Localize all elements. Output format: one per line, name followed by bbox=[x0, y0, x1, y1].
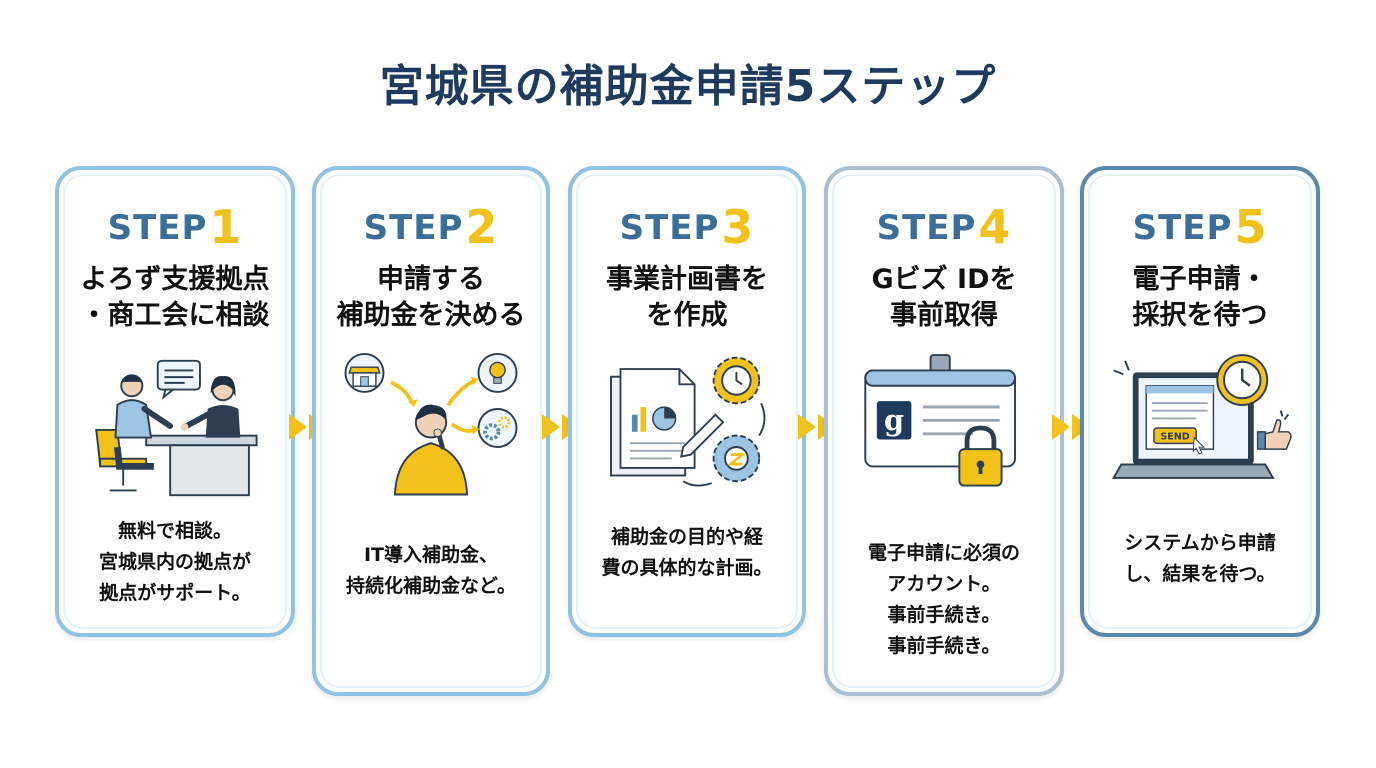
step-word: STEP bbox=[1132, 208, 1233, 248]
business-plan-illustration bbox=[592, 348, 782, 508]
step-card-1: STEP1 よろず支援拠点 ・商工会に相談 bbox=[55, 166, 295, 637]
step-card-3: STEP3 事業計画書を を作成 bbox=[568, 166, 806, 637]
step-heading: よろず支援拠点 ・商工会に相談 bbox=[80, 264, 270, 331]
step-number: 4 bbox=[978, 200, 1012, 254]
step-heading: Gビズ IDを 事前取得 bbox=[871, 264, 1017, 331]
step-heading: 申請する 補助金を決める bbox=[336, 264, 526, 331]
svg-text:g: g bbox=[884, 403, 904, 437]
step-description: 電子申請に必須の アカウント。 事前手続き。 事前手続き。 bbox=[867, 542, 1020, 657]
step-label: STEP2 bbox=[316, 200, 546, 254]
step-word: STEP bbox=[619, 208, 720, 248]
step-label: STEP5 bbox=[1084, 200, 1316, 254]
send-button-label: SEND bbox=[1160, 432, 1189, 443]
step-word: STEP bbox=[876, 208, 977, 248]
step-heading: 電子申請・ 採択を待つ bbox=[1132, 264, 1268, 331]
step-number: 1 bbox=[209, 200, 243, 254]
decision-illustration bbox=[336, 348, 526, 508]
electronic-application-illustration: SEND bbox=[1104, 348, 1296, 508]
step-card-4: STEP4 Gビズ IDを 事前取得 g 電子申請に必須の アカウント。 事前手… bbox=[824, 166, 1064, 696]
gbiz-id-card-illustration: g bbox=[848, 348, 1040, 508]
step-word: STEP bbox=[363, 208, 464, 248]
step-card-2: STEP2 申請する 補助金を決める bbox=[312, 166, 550, 696]
step-description: 補助金の目的や経 費の具体的な計画。 bbox=[601, 526, 773, 579]
step-word: STEP bbox=[107, 208, 208, 248]
step-label: STEP4 bbox=[828, 200, 1060, 254]
step-number: 2 bbox=[465, 200, 499, 254]
step-heading: 事業計画書を を作成 bbox=[606, 264, 768, 331]
step-description: システムから申請 し、結果を待つ。 bbox=[1124, 532, 1276, 585]
step-label: STEP3 bbox=[572, 200, 802, 254]
step-card-5: STEP5 電子申請・ 採択を待つ SEND bbox=[1080, 166, 1320, 637]
step-number: 3 bbox=[721, 200, 755, 254]
consultation-illustration bbox=[79, 348, 271, 508]
step-number: 5 bbox=[1234, 200, 1268, 254]
step-description: 無料で相談。 宮城県内の拠点が 拠点がサポート。 bbox=[98, 520, 251, 604]
step-label: STEP1 bbox=[59, 200, 291, 254]
step-description: IT導入補助金、 持続化補助金など。 bbox=[345, 544, 517, 597]
page-title: 宮城県の補助金申請5ステップ bbox=[379, 61, 997, 112]
